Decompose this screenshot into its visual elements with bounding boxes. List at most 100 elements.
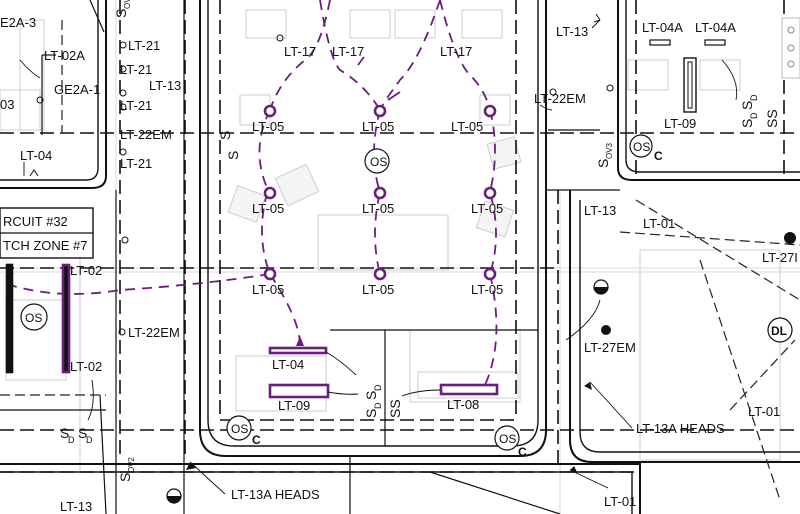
label-lt-01: LT-01 bbox=[604, 494, 636, 509]
switch-icon: S bbox=[217, 131, 233, 140]
label-lt-13a-heads: LT-13A HEADS bbox=[636, 421, 725, 436]
svg-text:S: S bbox=[113, 9, 129, 18]
junction-icon bbox=[119, 65, 127, 73]
label-lt-21: LT-21 bbox=[120, 62, 152, 77]
label-lt-21: LT-21 bbox=[128, 38, 160, 53]
label-lt-01: LT-01 bbox=[643, 216, 675, 231]
light-fixture-icon bbox=[373, 186, 387, 200]
svg-text:D: D bbox=[68, 435, 75, 445]
junction-icon bbox=[36, 96, 44, 104]
emergency-light-icon bbox=[593, 279, 609, 295]
occupancy-sensor-icon: OS bbox=[226, 415, 252, 441]
linear-fixture-icon bbox=[687, 61, 693, 109]
label-lt-13: LT-13 bbox=[149, 78, 181, 93]
light-fixture-icon bbox=[483, 104, 497, 118]
callout-zone-text: TCH ZONE #7 bbox=[3, 238, 88, 253]
occupancy-sensor-icon: OS bbox=[20, 303, 48, 331]
label-lt-22em: LT-22EM bbox=[534, 91, 586, 106]
svg-text:D: D bbox=[749, 112, 759, 119]
junction-icon bbox=[549, 88, 557, 96]
label-e2a-3: E2A-3 bbox=[0, 15, 36, 30]
label-lt-05: LT-05 bbox=[362, 201, 394, 216]
label-lt-17: LT-17 bbox=[440, 44, 472, 59]
label-lt-05: LT-05 bbox=[252, 201, 284, 216]
light-fixture-icon bbox=[373, 267, 387, 281]
callout-circuit-text: RCUIT #32 bbox=[3, 214, 68, 229]
label-lt-05: LT-05 bbox=[362, 282, 394, 297]
label-lt-22em: LT-22EM bbox=[128, 325, 180, 340]
linear-fixture-icon bbox=[268, 383, 330, 399]
label-lt-02a: LT-02A bbox=[44, 48, 85, 63]
switch-sov3-icon: S OV3 bbox=[595, 142, 614, 168]
label-lt-21: LT-21 bbox=[120, 156, 152, 171]
occupancy-sensor-icon: OS bbox=[364, 148, 390, 174]
svg-text:S: S bbox=[595, 159, 611, 168]
label-lt-05: LT-05 bbox=[471, 201, 503, 216]
svg-text:OS: OS bbox=[370, 155, 387, 169]
light-fixture-icon bbox=[263, 186, 277, 200]
junction-icon bbox=[121, 236, 129, 244]
junction-icon bbox=[276, 34, 284, 42]
c-symbol: C bbox=[518, 445, 527, 459]
switch-sov2-icon: S OV2 bbox=[113, 0, 132, 18]
occupancy-sensor-icon: OS bbox=[494, 425, 520, 451]
arrowheads bbox=[29, 13, 601, 474]
label-lt-09: LT-09 bbox=[664, 116, 696, 131]
svg-text:S: S bbox=[363, 391, 379, 400]
svg-text:D: D bbox=[373, 402, 383, 409]
leaders-layer bbox=[19, 19, 738, 495]
label-lt-01: LT-01 bbox=[748, 404, 780, 419]
junction-icon bbox=[119, 103, 127, 111]
label-lt-05: LT-05 bbox=[471, 282, 503, 297]
circuit-zone-callout: RCUIT #32 TCH ZONE #7 bbox=[0, 207, 94, 259]
label-lt-13: LT-13 bbox=[556, 24, 588, 39]
svg-text:SS: SS bbox=[387, 399, 403, 418]
svg-text:OS: OS bbox=[499, 432, 516, 446]
label-lt-13a-heads: LT-13A HEADS bbox=[231, 487, 320, 502]
svg-text:OS: OS bbox=[633, 140, 650, 154]
label-lt-05: LT-05 bbox=[451, 119, 483, 134]
sensors-layer: OS OS OS OS OS DL bbox=[20, 17, 800, 504]
label-lt-04: LT-04 bbox=[20, 148, 52, 163]
svg-text:OV2: OV2 bbox=[127, 456, 136, 473]
switch-icon: S bbox=[225, 151, 241, 160]
switch-ss-icon: SS bbox=[764, 109, 780, 128]
c-symbol: C bbox=[252, 433, 261, 447]
label-lt-22em: LT-22EM bbox=[120, 127, 172, 142]
svg-text:OS: OS bbox=[231, 422, 248, 436]
svg-text:S: S bbox=[117, 473, 133, 482]
circuit-layer bbox=[9, 0, 498, 386]
switch-sd-icon: S D S D bbox=[739, 94, 759, 128]
linear-fixture-icon bbox=[5, 263, 14, 374]
label-lt-04a: LT-04A bbox=[642, 20, 683, 35]
label-lt-05: LT-05 bbox=[362, 119, 394, 134]
svg-text:S: S bbox=[739, 101, 755, 110]
emergency-light-icon bbox=[784, 232, 796, 244]
label-lt-04: LT-04 bbox=[272, 357, 304, 372]
fixtures-layer bbox=[5, 0, 726, 399]
label-lt-02: LT-02 bbox=[70, 263, 102, 278]
svg-text:OS: OS bbox=[25, 311, 42, 325]
label-03: 03 bbox=[0, 97, 14, 112]
light-fixture-icon bbox=[263, 104, 277, 118]
label-lt-17: LT-17 bbox=[332, 44, 364, 59]
junction-icon bbox=[119, 41, 127, 49]
north-arrow-icon bbox=[781, 17, 800, 79]
labels-layer: LT-17 LT-17 LT-17 LT-05 LT-05 LT-05 LT-0… bbox=[0, 15, 798, 514]
label-lt-04a: LT-04A bbox=[695, 20, 736, 35]
label-lt-05: LT-05 bbox=[252, 119, 284, 134]
svg-text:S: S bbox=[60, 425, 69, 441]
light-fixture-icon bbox=[373, 104, 387, 118]
linear-fixture-icon bbox=[61, 263, 71, 374]
svg-text:DL: DL bbox=[771, 324, 787, 338]
dashed-lines-layer bbox=[0, 0, 800, 501]
label-ge2a-1: GE2A-1 bbox=[54, 82, 100, 97]
svg-text:D: D bbox=[86, 435, 93, 445]
svg-text:OV2: OV2 bbox=[123, 0, 132, 9]
linear-fixture-icon bbox=[683, 57, 697, 113]
c-symbol: C bbox=[654, 149, 663, 163]
junction-icon bbox=[118, 328, 126, 336]
junction-icon bbox=[119, 148, 127, 156]
